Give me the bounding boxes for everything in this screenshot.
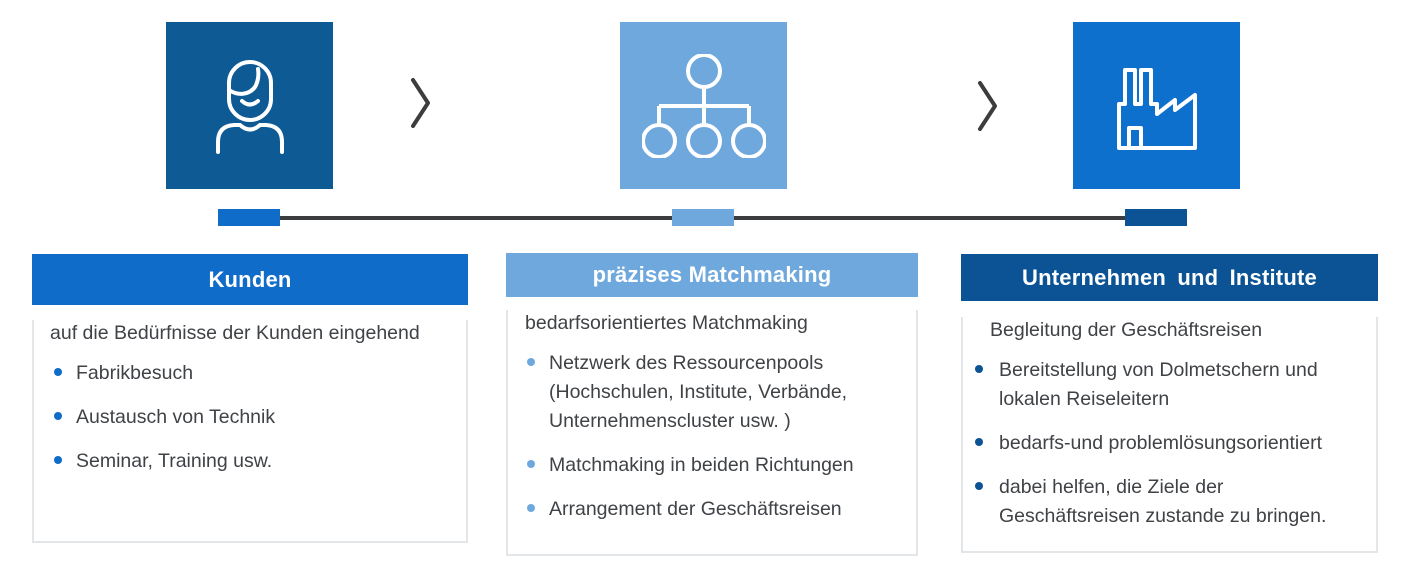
bullet-item: Matchmaking in beiden Richtungen xyxy=(525,451,899,480)
card-matchmaking-body: bedarfsorientiertes Matchmaking Netzwerk… xyxy=(506,310,918,556)
card-customers-bullets: Fabrikbesuch Austausch von Technik Semin… xyxy=(50,359,450,476)
bullet-dot xyxy=(975,365,983,374)
bullet-dot xyxy=(54,368,62,377)
customers-icon-tile xyxy=(166,22,333,189)
person-icon xyxy=(215,59,284,154)
card-matchmaking: präzises Matchmaking bedarfsorientiertes… xyxy=(506,253,918,556)
card-company: Unternehmen und Institute Begleitung der… xyxy=(961,254,1378,553)
card-company-body: Begleitung der Geschäftsreisen Bereitste… xyxy=(961,317,1378,553)
bullet-dot xyxy=(527,358,535,367)
bullet-text: Fabrikbesuch xyxy=(76,362,194,385)
bullet-text: Matchmaking in beiden Richtungen xyxy=(549,453,854,476)
bullet-text: Netzwerk des Ressourcenpools (Hochschule… xyxy=(549,352,848,433)
card-matchmaking-intro: bedarfsorientiertes Matchmaking xyxy=(525,312,808,334)
bullet-dot xyxy=(54,456,62,465)
bullet-dot xyxy=(975,438,983,447)
bullet-item: bedarfs-und problemlösungsorientiert xyxy=(975,429,1362,458)
bullet-text: Arrangement der Geschäftsreisen xyxy=(549,497,842,520)
bullet-item: Seminar, Training usw. xyxy=(50,447,450,476)
bullet-text: Austausch von Technik xyxy=(76,406,276,429)
card-customers-title: Kunden xyxy=(32,254,468,305)
bullet-dot xyxy=(975,481,983,490)
card-company-bullets: Bereitstellung von Dolmetschern und loka… xyxy=(975,356,1362,530)
bullet-dot xyxy=(527,503,535,512)
bullet-dot xyxy=(527,459,535,468)
flow-tick-matchmaking xyxy=(672,209,734,226)
bullet-item: dabei helfen, die Ziele der Geschäftsrei… xyxy=(975,473,1362,531)
company-icon-tile xyxy=(1073,22,1240,189)
card-customers-body: auf die Bedürfnisse der Kunden eingehend… xyxy=(32,320,468,543)
card-customers: Kunden auf die Bedürfnisse der Kunden ei… xyxy=(32,254,468,543)
bullet-text: Bereitstellung von Dolmetschern und loka… xyxy=(999,359,1318,411)
card-customers-intro: auf die Bedürfnisse der Kunden eingehend xyxy=(50,322,420,344)
card-company-title: Unternehmen und Institute xyxy=(961,254,1378,301)
chevron-right-icon xyxy=(411,78,430,128)
bullet-item: Arrangement der Geschäftsreisen xyxy=(525,495,899,524)
flow-tick-customers xyxy=(218,209,280,226)
bullet-dot xyxy=(54,412,62,421)
org-chart-icon xyxy=(641,53,766,158)
bullet-item: Fabrikbesuch xyxy=(50,359,450,388)
factory-icon xyxy=(1116,67,1197,150)
bullet-item: Bereitstellung von Dolmetschern und loka… xyxy=(975,356,1362,414)
bullet-text: bedarfs-und problemlösungsorientiert xyxy=(999,432,1323,455)
card-matchmaking-title: präzises Matchmaking xyxy=(506,253,918,297)
matchmaking-icon-tile xyxy=(620,22,787,189)
chevron-right-icon xyxy=(978,81,997,131)
bullet-text: dabei helfen, die Ziele der Geschäftsrei… xyxy=(999,475,1327,527)
bullet-item: Netzwerk des Ressourcenpools (Hochschule… xyxy=(525,349,899,436)
flow-tick-company xyxy=(1125,209,1187,226)
card-company-intro: Begleitung der Geschäftsreisen xyxy=(990,319,1263,341)
bullet-item: Austausch von Technik xyxy=(50,403,450,432)
bullet-text: Seminar, Training usw. xyxy=(76,450,273,473)
card-matchmaking-bullets: Netzwerk des Ressourcenpools (Hochschule… xyxy=(525,349,899,523)
